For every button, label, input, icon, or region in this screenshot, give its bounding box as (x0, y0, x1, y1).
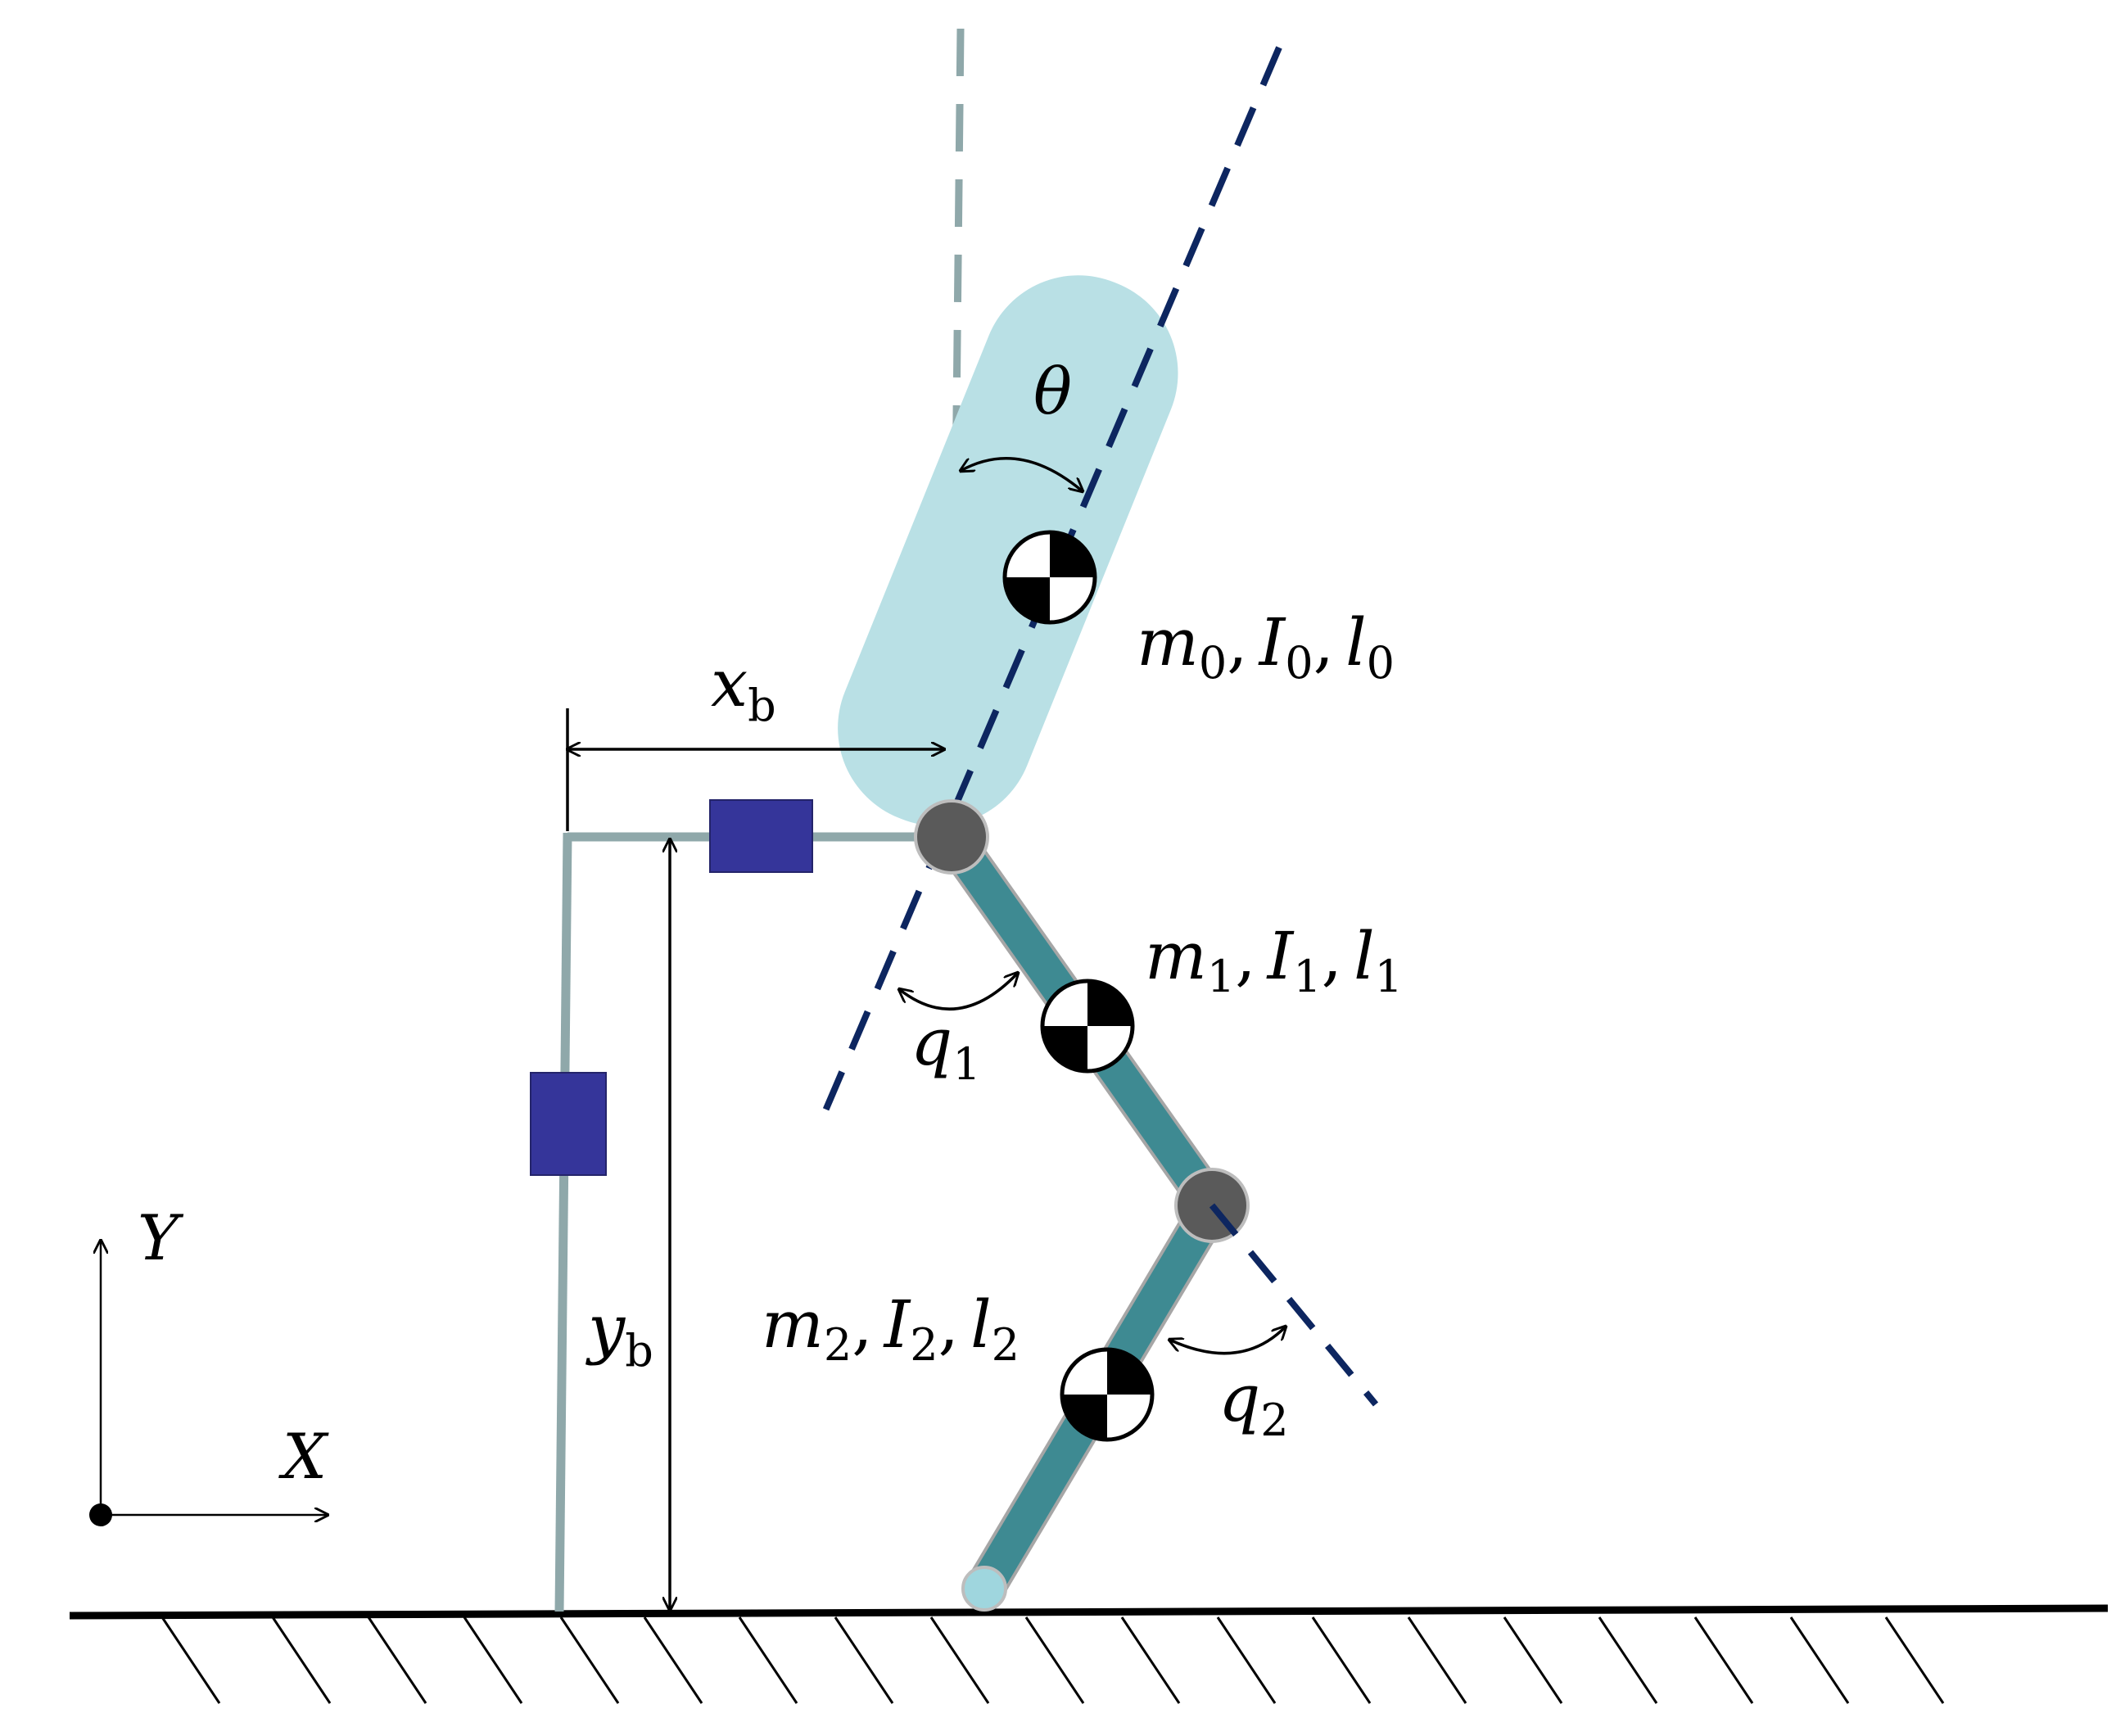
vertical-slider (530, 1072, 607, 1176)
axis-x-label: X (278, 1420, 329, 1493)
thigh-params-label: m1,I1,l1 (1145, 918, 1403, 1002)
thigh-com-marker (1040, 979, 1135, 1074)
shank-com-marker (1060, 1347, 1155, 1442)
yb-label: yb (586, 1291, 653, 1377)
torso-body (838, 275, 1178, 826)
coordinate-frame: Y X (89, 1201, 329, 1526)
axis-y-label: Y (138, 1201, 184, 1274)
q1-label: q1 (911, 1004, 981, 1090)
foot-point (961, 1566, 1007, 1612)
shank-params-label: m2,I2,l2 (762, 1286, 1020, 1371)
xb-dimension (567, 708, 944, 831)
torso-com-marker (1002, 530, 1097, 625)
q2-angle-arc (1169, 1327, 1286, 1355)
thigh-axis-line (1209, 1203, 1379, 1407)
base-rail (530, 799, 950, 1612)
theta-angle-arc (961, 457, 1083, 491)
ground (69, 1604, 2109, 1704)
xb-label: xb (711, 645, 776, 731)
horizontal-slider (709, 799, 813, 873)
hip-joint (914, 799, 989, 875)
q1-angle-arc (899, 973, 1018, 1010)
theta-label: θ (1033, 355, 1072, 429)
origin-dot (89, 1503, 112, 1526)
torso-params-label: m0,I0,l0 (1137, 604, 1395, 689)
q2-label: q2 (1219, 1360, 1289, 1446)
